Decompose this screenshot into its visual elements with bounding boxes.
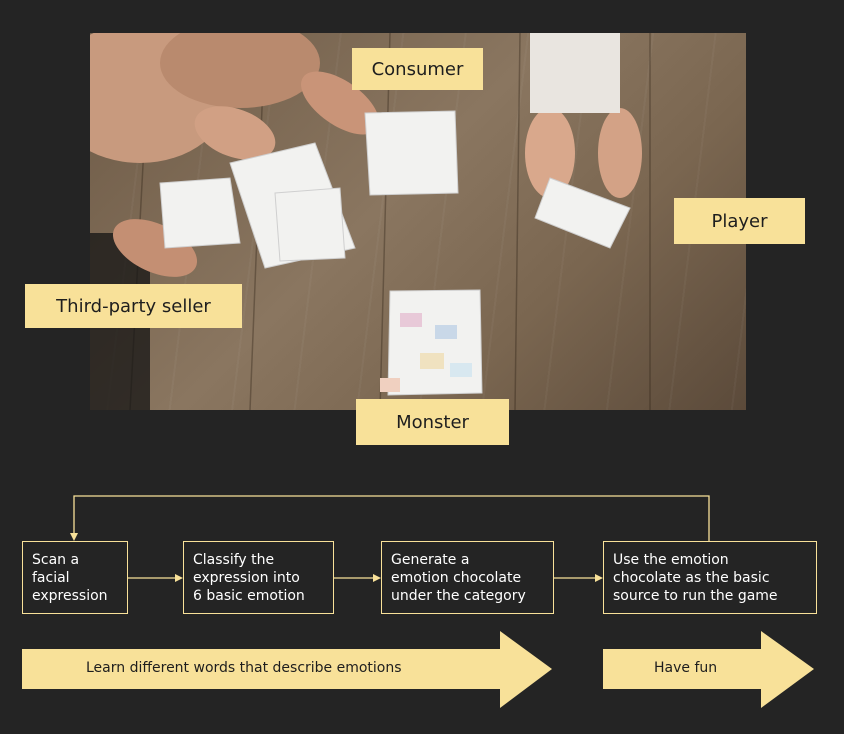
- game-photo: [90, 33, 746, 410]
- label-consumer: Consumer: [352, 48, 483, 90]
- learn-arrow-shape: [22, 631, 552, 708]
- arrowhead-3-4: [595, 574, 603, 582]
- loop-arrowhead: [70, 533, 78, 541]
- fun-arrow-text: Have fun: [654, 660, 718, 676]
- arrowhead-1-2: [175, 574, 183, 582]
- step-use: Use the emotion chocolate as the basic s…: [603, 541, 817, 614]
- label-player: Player: [674, 198, 805, 244]
- label-third-party-seller: Third-party seller: [25, 284, 242, 328]
- photo-illustration: [90, 33, 651, 410]
- label-monster: Monster: [356, 399, 509, 445]
- step-classify: Classify the expression into 6 basic emo…: [183, 541, 334, 614]
- learn-arrow-text: Learn different words that describe emot…: [86, 660, 402, 676]
- step-generate: Generate a emotion chocolate under the c…: [381, 541, 554, 614]
- arrowhead-2-3: [373, 574, 381, 582]
- fun-arrow-shape: [603, 631, 814, 708]
- step-scan: Scan a facial expression: [22, 541, 128, 614]
- loop-connector: [73, 495, 710, 541]
